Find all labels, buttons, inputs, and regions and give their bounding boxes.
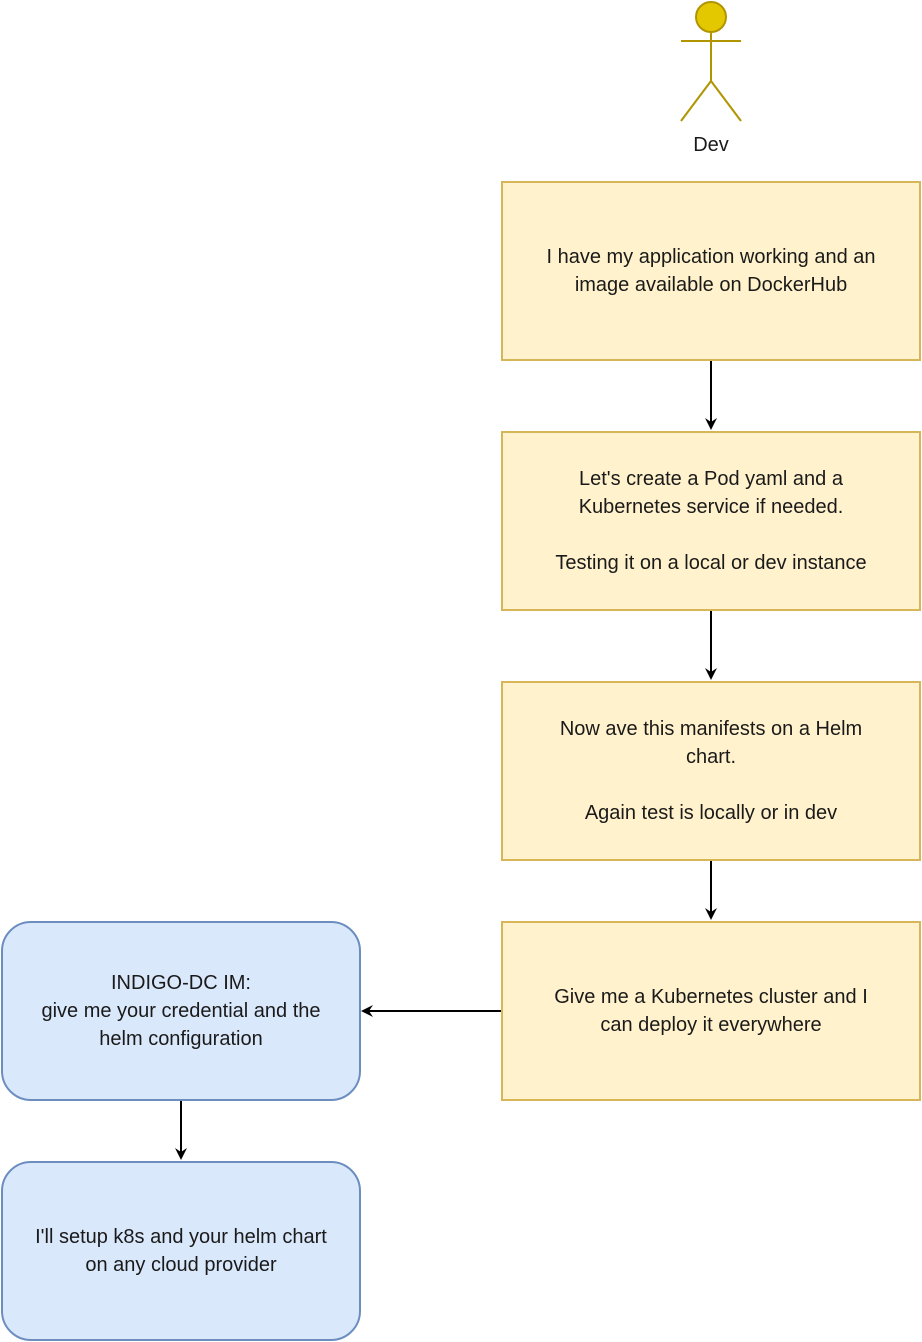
text-line: Let's create a Pod yaml and a [579, 468, 843, 490]
actor-left-leg [680, 80, 712, 122]
text-line: I'll setup k8s and your helm chart [35, 1226, 327, 1248]
text-line: image available on DockerHub [574, 274, 848, 296]
text-line: ​ [555, 521, 866, 549]
dev-actor-icon [680, 1, 742, 122]
actor-label: Dev [693, 134, 729, 156]
text-line: INDIGO-DC IM: [111, 972, 251, 994]
text-line: Kubernetes service if needed. [578, 496, 844, 518]
text-line: Again test is locally or in dev [584, 802, 838, 824]
text-line: ​ [560, 771, 862, 799]
step-create-pod-yaml: Let's create a Pod yaml and a Kubernetes… [501, 431, 921, 611]
actor-right-leg [710, 80, 742, 122]
text-line: Now ave this manifests on a Helm [559, 718, 863, 740]
step-1-text: I have my application working and an ima… [546, 243, 875, 299]
setup-k8s-box: I'll setup k8s and your helm chart on an… [1, 1161, 361, 1341]
text-line: Give me a Kubernetes cluster and I [554, 986, 868, 1008]
step-helm-chart: Now ave this manifests on a Helm chart. … [501, 681, 921, 861]
step-4-text: Give me a Kubernetes cluster and I can d… [554, 983, 868, 1039]
text-line: Testing it on a local or dev instance [555, 552, 867, 574]
actor-head [695, 1, 727, 33]
text-line: give me your credential and the [41, 1000, 321, 1022]
text-line: helm configuration [99, 1028, 263, 1050]
setup-text: I'll setup k8s and your helm chart on an… [35, 1223, 327, 1279]
step-3-text: Now ave this manifests on a Helm chart. … [560, 715, 862, 827]
step-2-text: Let's create a Pod yaml and a Kubernetes… [555, 465, 866, 577]
text-line: on any cloud provider [85, 1254, 277, 1276]
text-line: can deploy it everywhere [600, 1014, 822, 1036]
text-line: chart. [685, 746, 737, 768]
step-k8s-cluster: Give me a Kubernetes cluster and I can d… [501, 921, 921, 1101]
im-text: INDIGO-DC IM: give me your credential an… [41, 969, 320, 1053]
step-have-app-image: I have my application working and an ima… [501, 181, 921, 361]
indigo-dc-im-box: INDIGO-DC IM: give me your credential an… [1, 921, 361, 1101]
text-line: I have my application working and an [546, 246, 876, 268]
